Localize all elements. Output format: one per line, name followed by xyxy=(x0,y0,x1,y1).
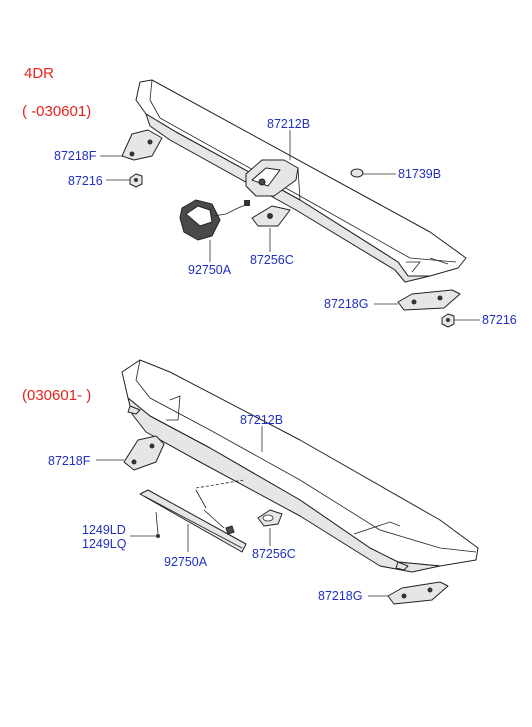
label-bottom-bracket-right: 87218G xyxy=(318,589,362,603)
label-top-nut-left: 87216 xyxy=(68,174,103,188)
label-top-lamp: 92750A xyxy=(188,263,232,277)
label-bottom-pad: 87256C xyxy=(252,547,296,561)
bottom-lamp xyxy=(139,479,247,553)
bottom-range-label: (030601- ) xyxy=(22,387,91,404)
top-pad xyxy=(251,205,291,227)
label-bottom-screw-a: 1249LD xyxy=(82,523,126,537)
top-nut-left xyxy=(129,173,143,188)
label-top-spoiler: 87212B xyxy=(267,117,310,131)
label-bottom-spoiler: 87212B xyxy=(240,413,283,427)
bottom-bracket-left xyxy=(123,435,165,471)
label-bottom-screw-b: 1249LQ xyxy=(82,537,127,551)
bottom-bracket-right xyxy=(387,581,449,605)
top-lamp xyxy=(179,199,250,241)
top-cap xyxy=(350,168,364,178)
top-bracket-right xyxy=(397,289,461,311)
top-bracket-left xyxy=(121,129,163,161)
bottom-spoiler xyxy=(121,359,479,573)
label-top-nut-right: 87216 xyxy=(482,313,517,327)
label-top-bracket-right: 87218G xyxy=(324,297,368,311)
top-range-label: ( -030601) xyxy=(22,103,91,120)
label-top-bracket-left: 87218F xyxy=(54,149,97,163)
label-bottom-lamp: 92750A xyxy=(164,555,208,569)
top-nut-right xyxy=(441,313,455,328)
label-top-pad: 87256C xyxy=(250,253,294,267)
bottom-pad xyxy=(257,509,283,527)
label-top-cap: 81739B xyxy=(398,167,441,181)
bottom-screw xyxy=(155,511,160,538)
top-spoiler xyxy=(135,79,467,283)
label-bottom-bracket-left: 87218F xyxy=(48,454,91,468)
variant-label: 4DR xyxy=(24,65,54,82)
